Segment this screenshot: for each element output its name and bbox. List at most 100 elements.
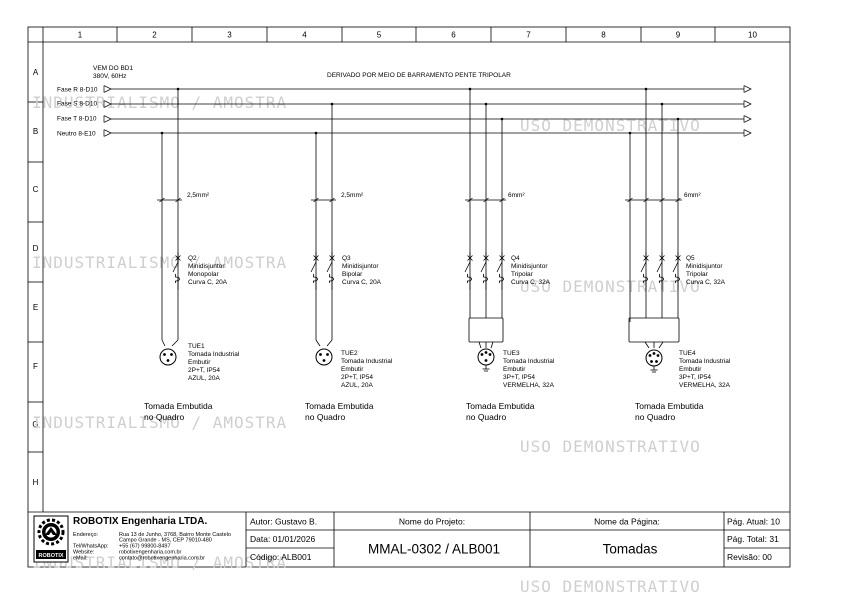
company-info: Endereço: Tel/WhatsApp: Website: eMail: … bbox=[73, 532, 231, 562]
phone-label: Tel/WhatsApp: bbox=[73, 544, 109, 550]
thermal-element bbox=[313, 274, 318, 283]
outlet-color-tue3: VERMELHA, 32A bbox=[503, 382, 555, 389]
wire bbox=[315, 339, 321, 347]
breaker-x bbox=[499, 255, 505, 261]
wire-gauge-3: 6mm² bbox=[508, 192, 525, 199]
row-letter: H bbox=[33, 478, 39, 487]
cable-sheath bbox=[468, 317, 504, 343]
column-number: 5 bbox=[377, 31, 382, 40]
breaker-curve-q5: Curva C, 32A bbox=[686, 279, 726, 286]
column-number: 6 bbox=[451, 31, 456, 40]
watermark-b: USO DEMONSTRATIVO bbox=[520, 437, 701, 456]
thermal-element bbox=[675, 274, 680, 283]
breaker-x bbox=[643, 255, 649, 261]
author-field: Autor: Gustavo B. bbox=[250, 517, 317, 527]
email-value: contato@robotixengenharia.com.br bbox=[119, 556, 205, 562]
junction-dot bbox=[484, 102, 488, 106]
thermal-element bbox=[467, 274, 472, 283]
conductor-mark bbox=[329, 197, 335, 203]
breaker-x bbox=[467, 255, 473, 261]
outlet-tag-tue1: TUE1 bbox=[188, 343, 205, 350]
wire-gauge-1: 2,5mm² bbox=[187, 192, 210, 199]
conductor-mark bbox=[627, 197, 633, 203]
company-name: ROBOTIX Engenharia LTDA. bbox=[73, 516, 207, 527]
row-letter: F bbox=[33, 362, 38, 371]
address-line1: Rua 13 de Junho, 3768, Bairro Monte Cast… bbox=[119, 532, 231, 538]
bus-label-r: Fase R 8-D10 bbox=[57, 87, 98, 94]
conductor-mark bbox=[313, 197, 319, 203]
bus-label-t: Fase T 8-D10 bbox=[57, 116, 97, 123]
conductor-mark bbox=[467, 197, 473, 203]
total-pages: Pág. Total: 31 bbox=[727, 534, 779, 544]
junction-dot bbox=[644, 87, 648, 91]
socket-pin bbox=[326, 353, 329, 356]
junction-dot bbox=[676, 117, 680, 121]
outlet-color-tue2: AZUL, 20A bbox=[341, 382, 373, 389]
outlet-tag-tue2: TUE2 bbox=[341, 350, 358, 357]
industrial-socket-icon bbox=[315, 348, 333, 366]
breaker-tag-q2: Q2 bbox=[188, 255, 197, 262]
wire bbox=[490, 341, 494, 349]
breaker-curve-q4: Curva C, 32A bbox=[511, 279, 551, 286]
circuit-2-text: 2,5mm² Q3 Minidisjuntor Bipolar Curva C,… bbox=[305, 192, 393, 422]
breaker-x bbox=[313, 255, 319, 261]
socket-pin bbox=[656, 354, 660, 357]
socket-pin bbox=[163, 353, 166, 356]
revision: Revisão: 00 bbox=[727, 552, 772, 562]
outlet-tag-tue4: TUE4 bbox=[679, 350, 696, 357]
current-page: Pág. Atual: 10 bbox=[727, 517, 780, 527]
outlet-note-3b: no Quadro bbox=[466, 412, 506, 422]
junction-dot bbox=[330, 102, 334, 106]
breaker-contact bbox=[656, 261, 663, 273]
column-number: 9 bbox=[676, 31, 681, 40]
breaker-curve-q3: Curva C, 20A bbox=[342, 279, 382, 286]
socket-pin bbox=[488, 353, 492, 356]
junction-dot bbox=[660, 102, 664, 106]
breaker-poles-q2: Monopolar bbox=[188, 271, 220, 278]
page-name: Tomadas bbox=[603, 542, 658, 557]
junction-dot bbox=[468, 87, 472, 91]
breaker-type-q5: Minidisjuntor bbox=[686, 263, 723, 270]
source-voltage: 380V, 60Hz bbox=[93, 73, 126, 80]
watermark-a: INDUSTRIALISMO / AMOSTRA bbox=[32, 413, 287, 432]
date-field: Data: 01/01/2026 bbox=[250, 534, 315, 544]
breaker-tag-q4: Q4 bbox=[511, 255, 520, 262]
phone-value: +55 (67) 99800-8497 bbox=[119, 544, 171, 550]
outlet-desc-tue4: Tomada Industrial bbox=[679, 358, 731, 365]
outlet-mount-tue4: Embutir bbox=[679, 366, 702, 373]
column-number: 2 bbox=[152, 31, 157, 40]
socket-pin bbox=[166, 359, 170, 362]
outlet-color-tue4: VERMELHA, 32A bbox=[679, 382, 731, 389]
row-letter: D bbox=[33, 244, 39, 253]
breaker-type-q2: Minidisjuntor bbox=[188, 263, 225, 270]
thermal-element bbox=[659, 274, 664, 283]
breaker-poles-q5: Tripolar bbox=[686, 271, 709, 278]
outlet-color-tue1: AZUL, 20A bbox=[188, 375, 220, 382]
code-field: Código: ALB001 bbox=[250, 552, 312, 562]
outlet-mount-tue1: Embutir bbox=[188, 359, 211, 366]
outlet-spec-tue1: 2P+T, IP54 bbox=[188, 367, 220, 374]
outlet-note-1: Tomada Embutida bbox=[144, 401, 213, 411]
breaker-contact bbox=[172, 261, 179, 273]
row-letter: C bbox=[33, 185, 39, 194]
breaker-tag-q5: Q5 bbox=[686, 255, 695, 262]
outlet-spec-tue2: 2P+T, IP54 bbox=[341, 374, 373, 381]
conductor-mark bbox=[675, 197, 681, 203]
socket-pin bbox=[480, 353, 484, 356]
wire bbox=[161, 339, 166, 347]
junction-dot bbox=[314, 131, 318, 135]
sheet-frame bbox=[27, 26, 791, 568]
outlet-note-1b: no Quadro bbox=[144, 412, 184, 422]
breaker-poles-q3: Bipolar bbox=[342, 271, 363, 278]
outlet-note-4b: no Quadro bbox=[635, 412, 675, 422]
website-label: Website: bbox=[73, 550, 95, 556]
outlet-note-3: Tomada Embutida bbox=[466, 401, 535, 411]
source-label: VEM DO BD1 bbox=[93, 65, 133, 72]
breaker-x bbox=[675, 255, 681, 261]
socket-pin bbox=[650, 360, 653, 363]
thermal-element bbox=[499, 274, 504, 283]
socket-pin bbox=[648, 354, 652, 357]
conductor-mark bbox=[483, 197, 489, 203]
